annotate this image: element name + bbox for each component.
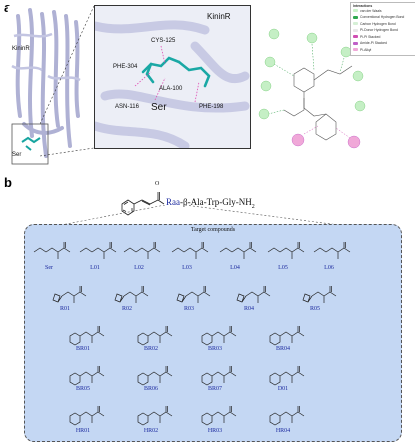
panel-a-label: a (4, 0, 12, 15)
compound-structure (269, 406, 305, 426)
compound-structure (69, 366, 105, 386)
legend-label: Carbon Hydrogen Bond (360, 21, 396, 26)
compound-label: R02 (121, 306, 132, 312)
compound-structure (114, 286, 149, 303)
residue-phe304: PHE-304 (113, 64, 138, 70)
compound-label: R01 (59, 306, 70, 312)
residue-ala100: ALA-100 (159, 86, 183, 92)
inset-title: KininR (207, 12, 231, 21)
legend-swatch (353, 48, 358, 51)
compound-structure (201, 326, 237, 346)
compound-label: L04 (230, 265, 240, 271)
compound-structure (201, 366, 237, 386)
legend-label: Pi-Pi Stacked (360, 34, 381, 39)
receptor-left-label: KininR (12, 46, 30, 52)
residue-asn116: ASN-116 (115, 104, 139, 110)
legend-item: Pi-Pi Stacked (353, 34, 415, 39)
compound-structure (33, 242, 71, 259)
inset-ligand-label: Ser (151, 102, 167, 113)
legend-swatch (353, 9, 358, 12)
compound-label: L03 (182, 265, 192, 271)
compound-structure (269, 366, 305, 386)
legend-item: Pi-Donor Hydrogen Bond (353, 28, 415, 33)
legend-swatch (353, 22, 358, 25)
compound-structure (267, 242, 305, 259)
legend-label: van der Waals (360, 8, 382, 13)
compound-label: R05 (309, 306, 320, 312)
carbonyl-oxygen: O (155, 181, 160, 187)
compound-structure (176, 286, 211, 303)
compound-structure (69, 326, 105, 346)
compound-label: BR05 (75, 386, 90, 392)
legend-title: Interactions (353, 4, 373, 8)
compound-label: L01 (90, 265, 100, 271)
cinnamoyl-structure (121, 192, 165, 216)
compound-label: L05 (278, 265, 288, 271)
compound-label: BR04 (275, 346, 290, 352)
compound-label: HR03 (207, 428, 223, 434)
compound-label: R03 (183, 306, 194, 312)
zoom-connector-lines (40, 6, 95, 157)
compound-label: HR04 (275, 428, 291, 434)
compound-label: L06 (324, 265, 334, 271)
compound-structure (171, 242, 209, 259)
compound-label: D01 (277, 386, 289, 392)
compound-structure (201, 406, 237, 426)
legend-swatch (353, 35, 358, 38)
compound-structure (302, 286, 337, 303)
residue-phe198: PHE-198 (199, 104, 224, 110)
formula-subscript: 2 (251, 203, 255, 210)
legend-item: Pi-Alkyl (353, 47, 415, 52)
compound-label: BR07 (207, 386, 222, 392)
legend-swatch (353, 28, 358, 32)
legend-swatch (353, 41, 358, 45)
legend-label: Pi-Donor Hydrogen Bond (360, 28, 398, 32)
formula-peptide: -β-Ala-Trp-Gly-NH (180, 197, 252, 207)
protein-overview-image (8, 6, 86, 172)
compound-label: BR02 (143, 346, 158, 352)
ligand-left-label: Ser (12, 152, 22, 158)
compound-structure (313, 242, 351, 259)
compound-label: HR01 (75, 428, 91, 434)
compound-structure (269, 326, 305, 346)
compound-label: HR02 (143, 428, 159, 434)
compound-label: Ser (45, 265, 53, 271)
compound-structure (137, 326, 173, 346)
compound-structure (79, 242, 117, 259)
box-title: Target compounds (190, 227, 236, 233)
legend-item: Amide-Pi Stacked (353, 41, 415, 46)
compound-structure (69, 406, 105, 426)
compound-structure (137, 406, 173, 426)
compound-label: R04 (243, 306, 254, 312)
legend-item: Conventional Hydrogen Bond (353, 15, 415, 20)
legend-label: Amide-Pi Stacked (360, 41, 387, 45)
legend-label: Pi-Alkyl (360, 47, 372, 52)
compound-structure (219, 242, 257, 259)
legend-item: van der Waals (353, 8, 415, 13)
peptide-formula: Raa-β-Ala-Trp-Gly-NH2 (166, 197, 255, 210)
docking-inset: KininR CYS-125 PHE-304 ALA-100 ASN-116 P… (94, 5, 251, 149)
panel-b-label: b (4, 175, 12, 190)
compound-label: BR03 (207, 346, 222, 352)
compound-structure (236, 286, 271, 303)
compound-label: BR01 (75, 346, 90, 352)
legend-swatch (353, 15, 358, 19)
legend-item: Carbon Hydrogen Bond (353, 21, 415, 26)
compound-structure (123, 242, 161, 259)
compound-structure (52, 286, 87, 303)
compound-structure (137, 366, 173, 386)
compound-label: BR06 (143, 386, 158, 392)
residue-cys125: CYS-125 (151, 38, 176, 44)
formula-raa: Raa (166, 197, 180, 207)
compound-label: L02 (134, 265, 144, 271)
legend-label: Conventional Hydrogen Bond (360, 15, 405, 19)
